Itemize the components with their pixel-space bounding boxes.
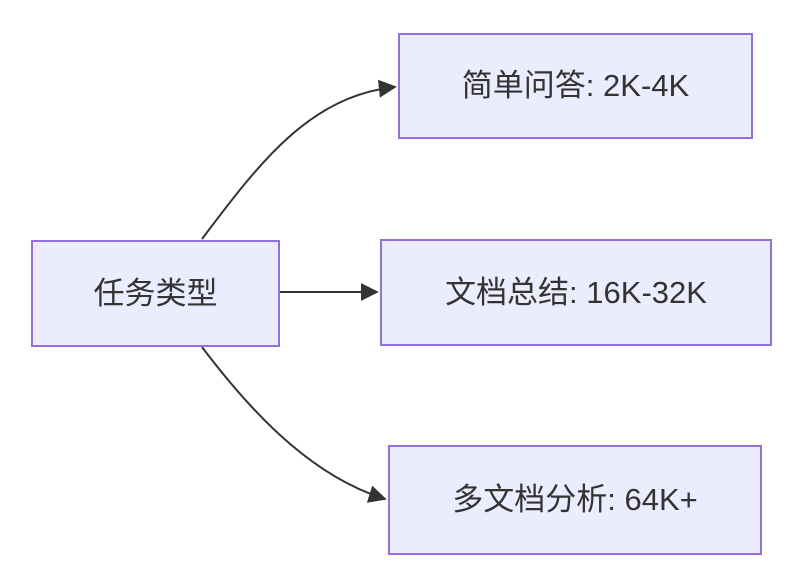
node-multidoc-analysis: 多文档分析: 64K+: [388, 445, 762, 555]
node-doc-summary: 文档总结: 16K-32K: [380, 239, 772, 346]
node-simple-qa: 简单问答: 2K-4K: [398, 33, 753, 139]
edge-root-to-simple-qa: [201, 79, 397, 240]
node-doc-summary-label: 文档总结: 16K-32K: [445, 274, 707, 310]
node-simple-qa-label: 简单问答: 2K-4K: [461, 68, 690, 104]
node-task-type: 任务类型: [31, 240, 280, 347]
node-task-type-label: 任务类型: [93, 275, 218, 311]
edge-root-to-multidoc-analysis: [201, 346, 387, 503]
node-multidoc-analysis-label: 多文档分析: 64K+: [452, 482, 698, 518]
